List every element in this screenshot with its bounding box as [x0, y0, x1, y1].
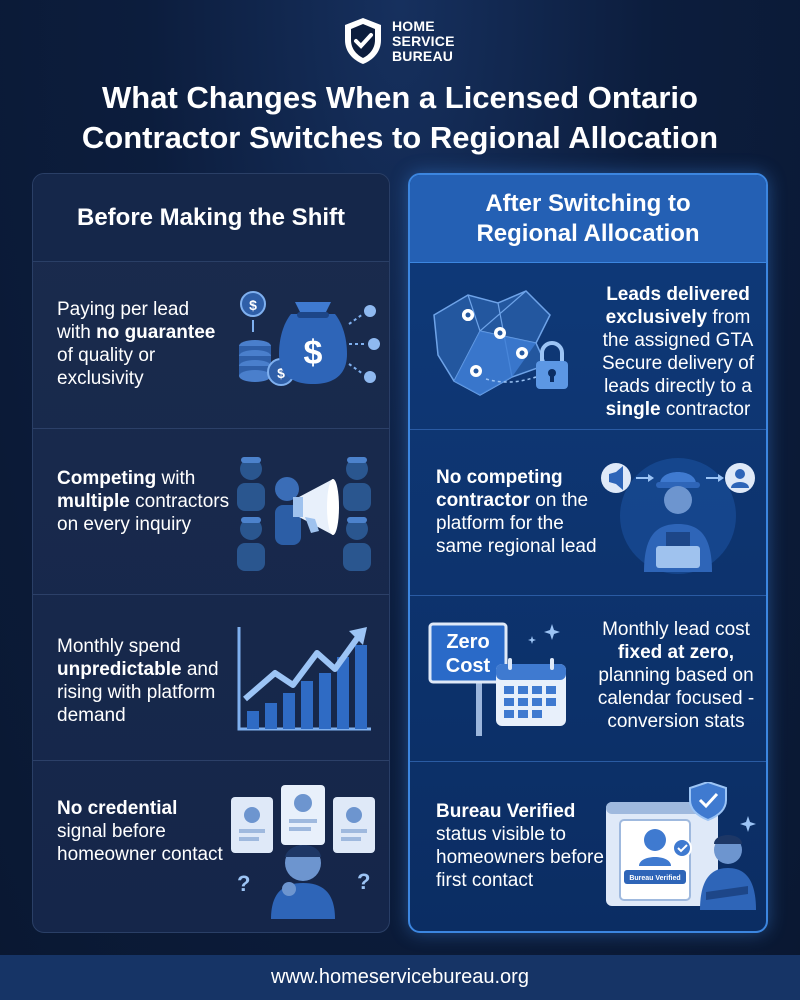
body-text: status visible to homeowners before firs… [436, 824, 604, 891]
brand-name: HOME SERVICE BUREAU [392, 17, 455, 64]
svg-text:$: $ [277, 365, 285, 381]
emphasis-text: unpredictable [57, 659, 182, 680]
body-text: signal before homeowner contact [57, 821, 223, 865]
after-item-text: No competing contractor on the platform … [436, 466, 606, 558]
after-item: Zero Cost Monthly lead cost fixed at zer… [410, 595, 766, 761]
after-panel: After Switching to Regional Allocation [408, 173, 768, 933]
emphasis-text: fixed at zero, [617, 642, 735, 663]
before-item: Competing with multiple contractors on e… [33, 428, 389, 594]
svg-text:Cost: Cost [446, 655, 491, 677]
emphasis-text: Bureau Verified [436, 801, 576, 822]
region-map-lock-icon [433, 290, 568, 396]
before-item: Paying per lead with no guarantee of qua… [33, 262, 389, 428]
body-text: with [156, 468, 196, 489]
before-item-text: Competing with multiple contractors on e… [57, 467, 237, 536]
emphasis-text: single [605, 399, 661, 420]
rising-chart-icon [237, 627, 371, 731]
emphasis-text: no guarantee [96, 322, 216, 343]
after-item: No competing contractor on the platform … [410, 429, 766, 595]
money-bag-icon: $ $ $ [239, 291, 380, 386]
single-contractor-icon [601, 458, 755, 574]
before-item-text: No credential signal before homeowner co… [57, 797, 227, 866]
svg-text:Bureau Verified: Bureau Verified [629, 875, 680, 882]
body-text: planning based on calendar focused - con… [597, 665, 755, 732]
body-text: contractor [660, 399, 751, 420]
before-item-text: Paying per lead with no guarantee of qua… [57, 298, 227, 390]
after-item: Bureau Verified status visible to homeow… [410, 761, 766, 927]
before-heading: Before Making the Shift [33, 174, 389, 262]
megaphone-crowd-icon [237, 457, 371, 571]
svg-text:$: $ [249, 297, 257, 313]
body-text: on the platform for the same regional le… [436, 490, 597, 557]
shield-check-icon [345, 18, 381, 64]
emphasis-text: Competing [57, 468, 157, 489]
before-item: Monthly spend unpredictable and rising w… [33, 594, 389, 760]
confused-person-icon: ? ? [231, 785, 375, 919]
body-text: of quality or exclusivity [57, 345, 156, 389]
emphasis-text: multiple [57, 491, 130, 512]
emphasis-text: No competing contractor [436, 467, 563, 511]
emphasis-text: No credential [57, 798, 178, 819]
body-text: contractors on every inquiry [57, 491, 230, 535]
after-item-text: Leads delivered exclusively from the ass… [590, 283, 766, 421]
svg-text:Zero: Zero [446, 631, 489, 653]
before-item: No credential signal before homeowner co… [33, 760, 389, 926]
after-item-text: Monthly lead cost fixed at zero, plannin… [586, 618, 766, 733]
before-item-text: Monthly spend unpredictable and rising w… [57, 635, 237, 727]
body-text: from the assigned GTA Secure delivery of… [601, 307, 755, 397]
svg-text:?: ? [237, 871, 250, 896]
svg-text:?: ? [357, 869, 370, 894]
body-text: Monthly spend [57, 636, 181, 657]
body-text: and rising with platform demand [57, 659, 219, 726]
before-panel: Before Making the Shift Paying per lead … [32, 173, 390, 933]
body-text: Paying per lead with [57, 299, 190, 343]
after-item-text: Bureau Verified status visible to homeow… [436, 800, 616, 892]
body-text: Monthly lead cost [602, 619, 750, 640]
verified-badge-icon: Bureau Verified [606, 782, 756, 910]
after-item: Leads delivered exclusively from the ass… [410, 263, 766, 429]
footer-url[interactable]: www.homeservicebureau.org [0, 955, 800, 1000]
zero-cost-calendar-icon: Zero Cost [428, 622, 566, 736]
svg-text:$: $ [304, 334, 323, 372]
emphasis-text: Leads delivered exclusively [605, 284, 750, 328]
after-heading: After Switching to Regional Allocation [410, 175, 766, 263]
page-title: What Changes When a Licensed Ontario Con… [81, 80, 719, 155]
brand-logo: HOME SERVICE BUREAU [342, 14, 455, 68]
